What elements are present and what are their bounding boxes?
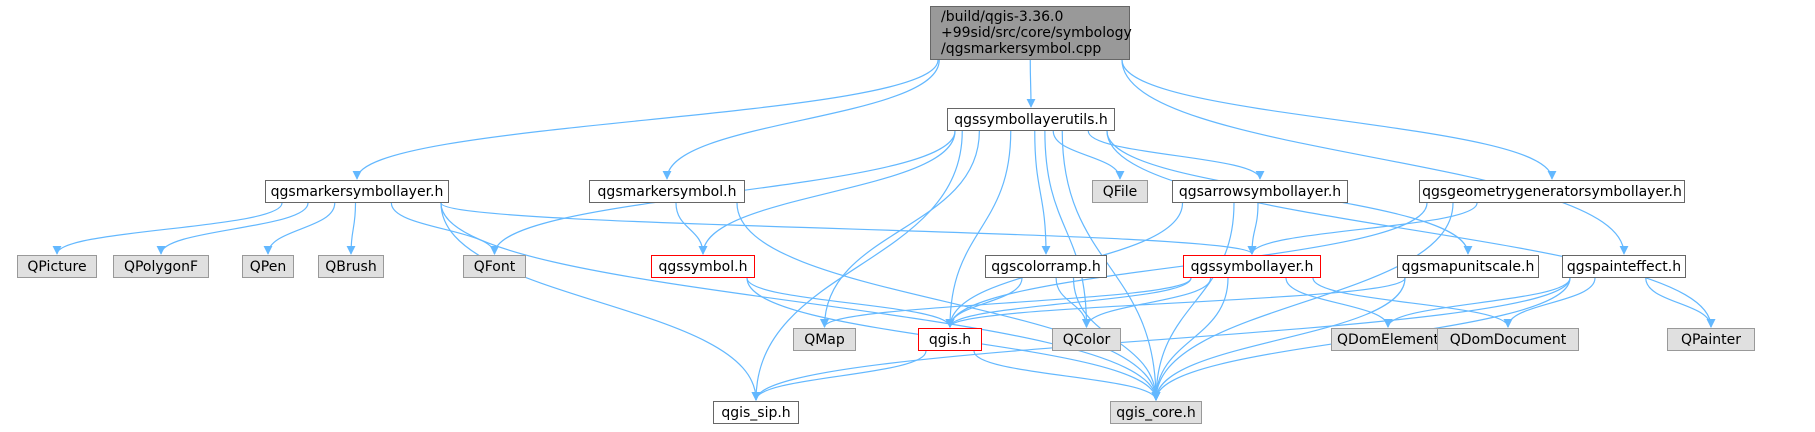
edge-root-to-qgsmarkersymbollayer: [352, 59, 939, 180]
edge-qgsmarkersymbol-to-qgis-core: [736, 202, 1161, 401]
edge-qgsgeometrygeneratorsymbollayer-to-qgssymbollayer: [1247, 202, 1478, 255]
node-qgscolorramp[interactable]: qgscolorramp.h: [985, 255, 1107, 278]
edge-qgsmarkersymbol-to-qgssymbol: [675, 202, 708, 255]
edge-root-to-qgspainteffect: [1121, 59, 1629, 255]
edge-root-to-qgsgeometrygeneratorsymbollayer: [1121, 59, 1557, 180]
node-qgsgeometrygeneratorsymbollayer[interactable]: qgsgeometrygeneratorsymbollayer.h: [1419, 180, 1685, 203]
edge-qgssymbollayer-to-qcolor: [1082, 277, 1212, 328]
edge-qgssymbollayer-to-qmap: [820, 277, 1192, 328]
node-qgis[interactable]: qgis.h: [918, 328, 982, 351]
node-qdomelement[interactable]: QDomElement: [1331, 328, 1445, 351]
root-line-3: /qgsmarkersymbol.cpp: [941, 41, 1102, 57]
node-qpicture[interactable]: QPicture: [17, 255, 97, 278]
node-qbrush[interactable]: QBrush: [318, 255, 384, 278]
node-qdomdocument[interactable]: QDomDocument: [1437, 328, 1579, 351]
edge-qgssymbollayerutils-to-qgsarrowsymbollayer: [1087, 130, 1265, 180]
node-qgsmarkersymbol[interactable]: qgsmarkersymbol.h: [589, 180, 745, 203]
node-qgspainteffect[interactable]: qgspainteffect.h: [1562, 255, 1686, 278]
edge-qgsgeometrygeneratorsymbollayer-to-qgis-core: [1151, 202, 1454, 401]
edge-qgspainteffect-to-qgis-sip: [751, 277, 1571, 401]
root-line-1: /build/qgis-3.36.0: [941, 9, 1064, 25]
node-qpen[interactable]: QPen: [242, 255, 294, 278]
edge-qgsmarkersymbollayer-to-qfont: [390, 202, 499, 255]
edge-root-to-qgssymbollayerutils: [1026, 59, 1036, 108]
edge-qgssymbollayerutils-to-qpainter: [1106, 130, 1716, 328]
edge-qgssymbollayerutils-to-qmap: [820, 130, 980, 328]
edge-qgssymbol-to-qgis: [746, 277, 955, 328]
edge-qgspainteffect-to-qpainter: [1645, 277, 1716, 328]
node-qgssymbollayerutils[interactable]: qgssymbollayerutils.h: [947, 108, 1115, 131]
node-qmap[interactable]: QMap: [793, 328, 856, 351]
node-qcolor[interactable]: QColor: [1052, 328, 1121, 351]
node-qgsmapunitscale[interactable]: qgsmapunitscale.h: [1397, 255, 1539, 278]
edge-qgssymbollayer-to-qdomdocument: [1312, 277, 1513, 328]
edge-qgsmarkersymbollayer-to-qbrush: [346, 202, 357, 255]
edge-qgsmarkersymbollayer-to-qgis-core: [440, 202, 1161, 401]
edge-qgssymbollayerutils-to-qcolor: [1044, 130, 1091, 328]
root-line-2: +99sid/src/core/symbology: [941, 25, 1132, 41]
edge-root-to-qgsmarkersymbol: [662, 59, 940, 180]
edge-qgsmarkersymbollayer-to-qgis-sip: [440, 202, 761, 401]
node-qfont[interactable]: QFont: [463, 255, 526, 278]
edge-qgspainteffect-to-qdomelement: [1383, 277, 1571, 328]
edge-qgspainteffect-to-qdomdocument: [1503, 277, 1596, 328]
edge-qgssymbollayer-to-qgis-core: [1151, 277, 1229, 401]
edge-qgssymbollayer-to-qgis: [945, 277, 1192, 328]
edge-qgsmarkersymbollayer-to-qgssymbollayer: [440, 202, 1257, 255]
edge-qgsmapunitscale-to-qgis-core: [1151, 277, 1406, 401]
node-qgis-sip[interactable]: qgis_sip.h: [713, 401, 799, 424]
node-root-file[interactable]: /build/qgis-3.36.0 +99sid/src/core/symbo…: [930, 6, 1132, 60]
edge-qgssymbollayerutils-to-qfile: [1052, 130, 1125, 180]
edge-qgssymbollayerutils-to-qgssymbol: [698, 130, 956, 255]
node-qfile[interactable]: QFile: [1092, 180, 1148, 203]
edge-qgsmarkersymbollayer-to-qpicture: [52, 202, 283, 255]
edge-qgis-to-qgis-core: [973, 350, 1161, 401]
edge-qgsmarkersymbollayer-to-qpen: [263, 202, 336, 255]
edge-qgsmarkersymbollayer-to-qpolygonf: [156, 202, 309, 255]
edge-qgsarrowsymbollayer-to-qgssymbollayer: [1247, 202, 1259, 255]
edge-qgssymbollayerutils-to-qgis-sip: [751, 130, 963, 401]
node-qgssymbol[interactable]: qgssymbol.h: [651, 255, 755, 278]
edge-qgis-to-qgis-sip: [751, 350, 927, 401]
node-qgsarrowsymbollayer[interactable]: qgsarrowsymbollayer.h: [1172, 180, 1348, 203]
edge-qgssymbollayerutils-to-qgis-core: [1061, 130, 1161, 401]
node-qgsmarkersymbollayer[interactable]: qgsmarkersymbollayer.h: [265, 180, 449, 203]
node-qpolygonf[interactable]: QPolygonF: [113, 255, 209, 278]
node-qpainter[interactable]: QPainter: [1667, 328, 1755, 351]
node-qgis-core[interactable]: qgis_core.h: [1110, 401, 1202, 424]
edge-qgsmapunitscale-to-qgis: [945, 277, 1406, 328]
node-qgssymbollayer[interactable]: qgssymbollayer.h: [1183, 255, 1321, 278]
edge-qgssymbollayerutils-to-qgis: [945, 130, 1012, 328]
